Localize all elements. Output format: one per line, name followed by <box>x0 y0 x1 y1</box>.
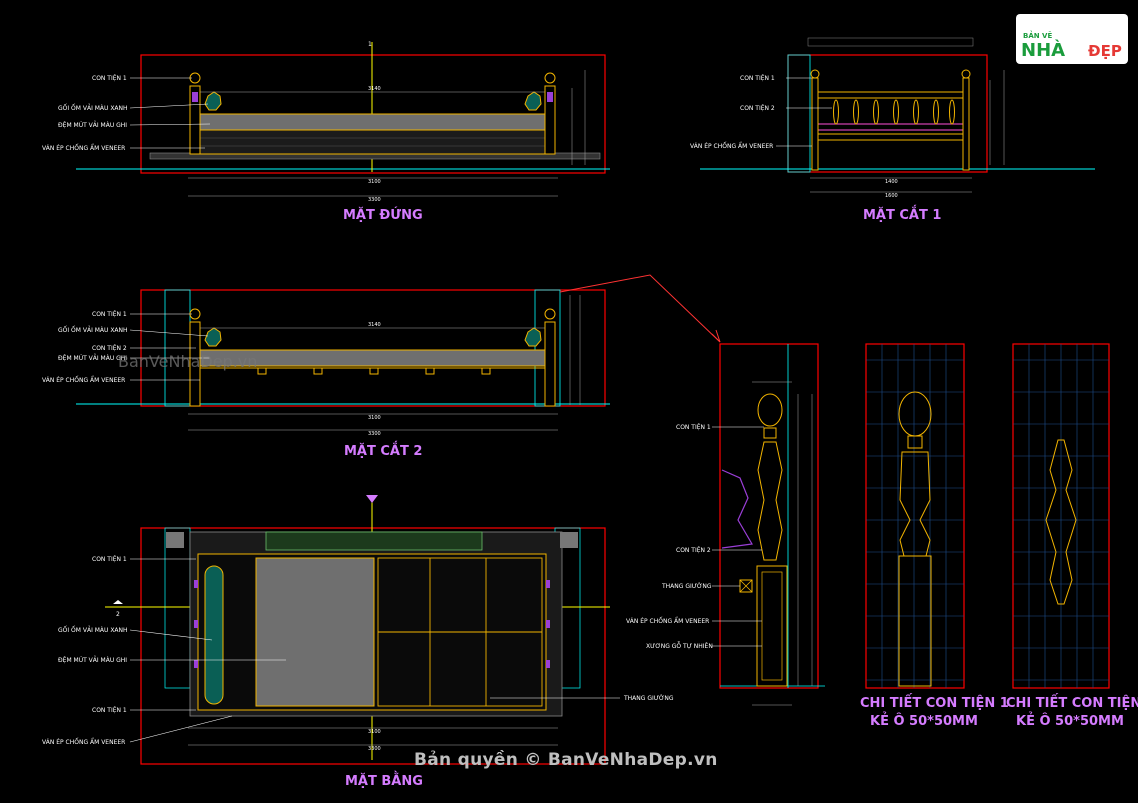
section-1-view: CON TIỆN 1 CON TIỆN 2 VÁN ÉP CHỐNG ẨM VE… <box>690 37 1095 223</box>
elev-dim-3100: 3100 <box>368 179 381 185</box>
brand-logo: BẢN VẼ NHÀ ĐẸP <box>1016 14 1128 64</box>
elev-label-van-ep: VÁN ÉP CHỐNG ẨM VENEER <box>42 144 125 152</box>
elev-label-goi: GỐI ỐM VẢI MÀU XANH <box>58 104 128 112</box>
post-label-thang-giuong: THANG GIƯỜNG <box>661 583 712 590</box>
detail-2-view: CHI TIẾT CON TIỆN 2 KẺ Ô 50*50MM <box>1006 343 1138 729</box>
plan-label-con-tien-1-bottom: CON TIỆN 1 <box>92 706 127 714</box>
detail-2-title-line2: KẺ Ô 50*50MM <box>1016 712 1124 729</box>
post-label-xuong-go: XƯƠNG GỖ TỰ NHIÊN <box>646 642 713 650</box>
post-label-con-tien-1: CON TIỆN 1 <box>676 423 711 431</box>
plan-view: 2 CON TIỆN 1 GỐI ỐM VẢI MÀU <box>42 495 674 789</box>
sec2-label-dem: ĐỆM MÚT VẢI MÀU GHI <box>58 354 127 362</box>
sec2-label-goi: GỐI ỐM VẢI MÀU XANH <box>58 326 128 334</box>
sec2-dim-3300: 3300 <box>368 431 381 437</box>
copyright-footer: Bản quyền © BanVeNhaDep.vn <box>414 750 718 770</box>
plan-label-thang-giuong: THANG GIƯỜNG <box>623 695 674 702</box>
elev-label-con-tien-1: CON TIỆN 1 <box>92 74 127 82</box>
elev-dim-3300: 3300 <box>368 197 381 203</box>
elev-dim-3140: 3140 <box>368 86 381 92</box>
watermark: BanVeNhaDep.vn <box>118 352 258 371</box>
sec1-label-con-tien-1: CON TIỆN 1 <box>740 74 775 82</box>
logo-line3: ĐẸP <box>1088 42 1122 60</box>
elev-label-dem: ĐỆM MÚT VẢI MÀU GHI <box>58 121 127 129</box>
sec2-dim-3140: 3140 <box>368 322 381 328</box>
sec2-dim-3100: 3100 <box>368 415 381 421</box>
section-1-tag: 1 <box>368 41 372 48</box>
sec2-label-van-ep: VÁN ÉP CHỐNG ẨM VENEER <box>42 376 125 384</box>
sec1-dim-1600: 1600 <box>885 193 898 199</box>
sec2-label-con-tien-2: CON TIỆN 2 <box>92 344 127 352</box>
plan-label-con-tien-1-top: CON TIỆN 1 <box>92 555 127 563</box>
detail-2-title-line1: CHI TIẾT CON TIỆN 2 <box>1006 694 1138 711</box>
elevation-view: 1 CON TIỆN 1 GỐI ỐM VẢI MÀU XANH ĐỆM MÚT… <box>42 41 610 223</box>
plan-label-goi: GỐI ỐM VẢI MÀU XANH <box>58 626 128 634</box>
post-section-detail: CON TIỆN 1 CON TIỆN 2 THANG GIƯỜNG VÁN É… <box>626 343 825 706</box>
plan-dim-3100: 3100 <box>368 729 381 735</box>
sec1-dim-1400: 1400 <box>885 179 898 185</box>
post-label-van-ep: VÁN ÉP CHỐNG ẨM VENEER <box>626 617 709 625</box>
plan-title: MẶT BẰNG <box>345 772 423 789</box>
section-2-view: CON TIỆN 1 GỐI ỐM VẢI MÀU XANH CON TIỆN … <box>42 289 610 459</box>
plan-label-dem: ĐỆM MÚT VẢI MÀU GHI <box>58 656 127 664</box>
detail-1-view: CHI TIẾT CON TIỆN 1 KẺ Ô 50*50MM <box>860 343 1009 729</box>
post-label-con-tien-2: CON TIỆN 2 <box>676 546 711 554</box>
plan-dim-3300: 3300 <box>368 746 381 752</box>
plan-label-van-ep: VÁN ÉP CHỐNG ẨM VENEER <box>42 738 125 746</box>
elevation-title: MẶT ĐỨNG <box>343 207 423 223</box>
section-2-tag: 2 <box>116 611 120 618</box>
detail-callout-line <box>559 274 721 343</box>
detail-1-title-line1: CHI TIẾT CON TIỆN 1 <box>860 694 1009 711</box>
detail-1-title-line2: KẺ Ô 50*50MM <box>870 712 978 729</box>
sec1-label-con-tien-2: CON TIỆN 2 <box>740 104 775 112</box>
sec2-label-con-tien-1: CON TIỆN 1 <box>92 310 127 318</box>
section-2-title: MẶT CẮT 2 <box>344 442 422 459</box>
section-1-title: MẶT CẮT 1 <box>863 206 941 223</box>
sec1-label-van-ep: VÁN ÉP CHỐNG ẨM VENEER <box>690 142 773 150</box>
logo-line2: NHÀ <box>1021 40 1066 61</box>
logo-line1: BẢN VẼ <box>1023 32 1053 40</box>
